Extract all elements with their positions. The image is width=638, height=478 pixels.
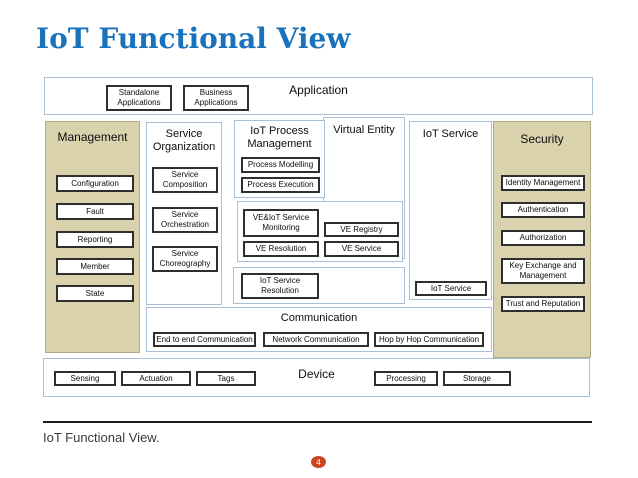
management-group: Management Configuration Fault Reporting… — [45, 121, 140, 353]
key-exchange-management-box: Key Exchange and Management — [501, 258, 585, 284]
service-organization-label: Service Organization — [152, 128, 216, 154]
tags-box: Tags — [196, 371, 256, 386]
business-applications-box: Business Applications — [183, 85, 249, 111]
authorization-box: Authorization — [501, 230, 585, 246]
ve-iot-service-monitoring-box: VE&IoT Service Monitoring — [243, 209, 319, 237]
figure-caption: IoT Functional View. — [43, 430, 160, 445]
actuation-box: Actuation — [121, 371, 191, 386]
hop-by-hop-communication-box: Hop by Hop Communication — [374, 332, 484, 347]
iot-service-resolution-panel: IoT Service Resolution — [233, 267, 405, 304]
state-box: State — [56, 285, 134, 302]
network-communication-box: Network Communication — [263, 332, 369, 347]
trust-reputation-box: Trust and Reputation — [501, 296, 585, 312]
service-choreography-box: Service Choreography — [152, 246, 218, 272]
sensing-box: Sensing — [54, 371, 116, 386]
iot-service-group: IoT Service IoT Service — [409, 121, 492, 300]
reporting-box: Reporting — [56, 231, 134, 248]
iot-process-management-label: IoT Process Management — [247, 125, 312, 151]
ve-resolution-box: VE Resolution — [243, 241, 319, 257]
iot-service-box: IoT Service — [415, 281, 487, 296]
iot-service-resolution-box: IoT Service Resolution — [241, 273, 319, 299]
ve-service-box: VE Service — [324, 241, 399, 257]
virtual-entity-label: Virtual Entity — [333, 124, 395, 136]
process-execution-box: Process Execution — [241, 177, 320, 193]
process-modelling-box: Process Modelling — [241, 157, 320, 173]
application-label: Application — [289, 83, 348, 97]
service-organization-group: Service Organization Service Composition… — [146, 122, 222, 305]
page-number-badge: 4 — [311, 456, 326, 468]
end-to-end-communication-box: End to end Communication — [153, 332, 256, 347]
ve-resolution-subpanel: VE&IoT Service Monitoring VE Registry VE… — [237, 201, 403, 262]
device-label: Device — [298, 367, 335, 381]
storage-box: Storage — [443, 371, 511, 386]
processing-box: Processing — [374, 371, 438, 386]
device-band: Device Sensing Actuation Tags Processing… — [43, 358, 590, 397]
ve-registry-box: VE Registry — [324, 222, 399, 237]
iot-service-label: IoT Service — [422, 128, 479, 140]
application-band: Application Standalone Applications Busi… — [44, 77, 593, 115]
slide-title: IoT Functional View — [36, 22, 351, 55]
communication-band: Communication End to end Communication N… — [146, 307, 492, 352]
security-label: Security — [520, 132, 564, 146]
authentication-box: Authentication — [501, 202, 585, 218]
footer-divider — [43, 421, 592, 423]
member-box: Member — [56, 258, 134, 275]
iot-process-management-group: IoT Process Management Process Modelling… — [234, 120, 325, 198]
communication-label: Communication — [280, 312, 358, 324]
identity-management-box: Identity Management — [501, 175, 585, 191]
security-group: Security Identity Management Authenticat… — [493, 121, 591, 358]
standalone-applications-box: Standalone Applications — [106, 85, 172, 111]
management-label: Management — [57, 130, 128, 144]
configuration-box: Configuration — [56, 175, 134, 192]
service-composition-box: Service Composition — [152, 167, 218, 193]
fault-box: Fault — [56, 203, 134, 220]
service-orchestration-box: Service Orchestration — [152, 207, 218, 233]
